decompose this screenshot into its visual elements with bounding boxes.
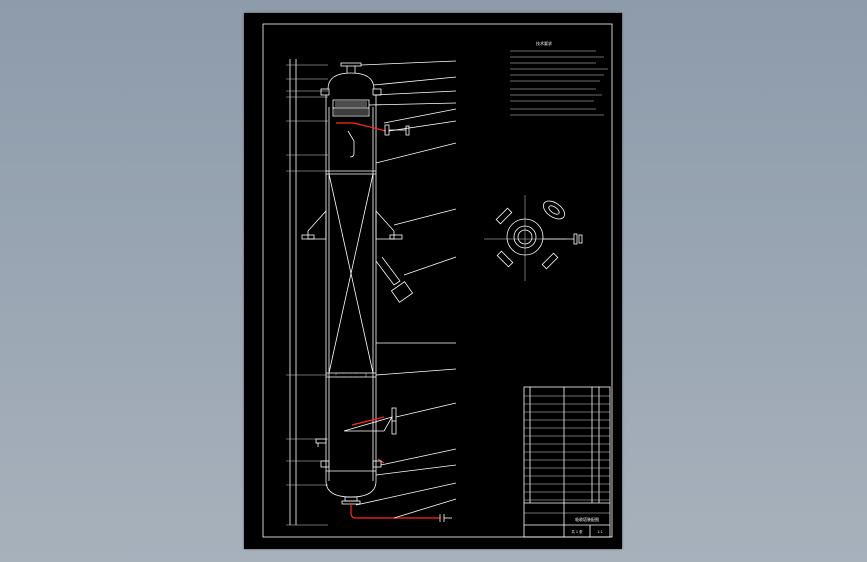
drawing-sheet: 技术要求 <box>244 13 622 549</box>
parts-list: 吸收塔装配图 共 1 张 1:1 <box>523 386 611 538</box>
title-block-name: 吸收塔装配图 <box>575 516 599 522</box>
dimension-lines <box>286 59 328 526</box>
top-view <box>484 195 583 281</box>
notes-title: 技术要求 <box>536 40 552 46</box>
cad-drawing: 技术要求 <box>262 23 613 538</box>
leader-lines <box>355 60 457 519</box>
title-block-sheet: 共 1 张 <box>571 529 583 534</box>
title-block-scale: 1:1 <box>597 530 602 534</box>
inner-border <box>262 23 613 538</box>
absorption-tower <box>301 62 452 522</box>
technical-notes: 技术要求 <box>510 40 608 116</box>
